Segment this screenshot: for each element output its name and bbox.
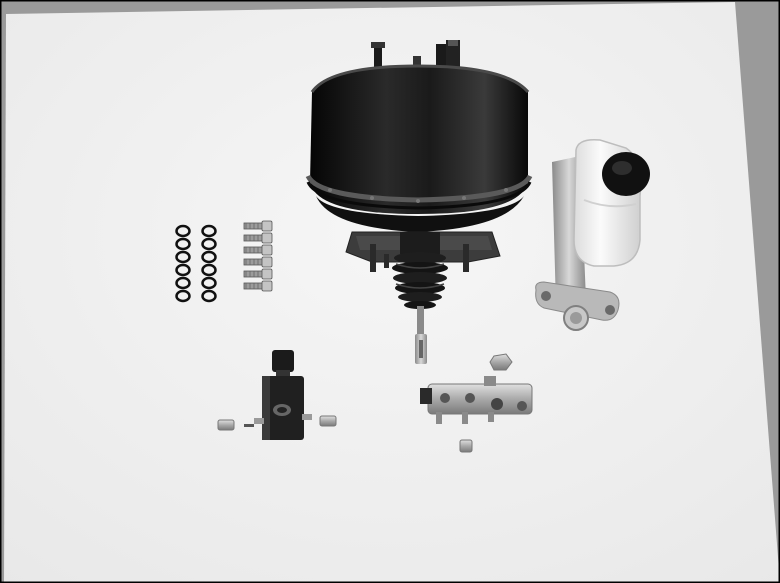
- o-rings: [175, 224, 217, 303]
- distribution-block: [420, 376, 533, 424]
- o-ring: [175, 276, 191, 290]
- bolt: [243, 268, 273, 280]
- bolt: [243, 232, 273, 244]
- o-ring: [175, 250, 191, 264]
- o-ring: [175, 237, 191, 251]
- o-ring: [175, 263, 191, 277]
- o-ring: [201, 289, 217, 303]
- loose-fittings: [217, 353, 513, 453]
- bolt: [243, 220, 273, 232]
- o-ring: [201, 263, 217, 277]
- bolt: [243, 256, 273, 268]
- proportioning-valve: [254, 350, 312, 440]
- bolt: [243, 244, 273, 256]
- bolt: [243, 280, 273, 292]
- o-ring: [201, 237, 217, 251]
- o-ring: [175, 224, 191, 238]
- brake-booster: [305, 40, 533, 364]
- rubber-boot: [392, 252, 448, 309]
- bolts: [243, 220, 273, 292]
- o-ring: [201, 250, 217, 264]
- o-ring: [201, 276, 217, 290]
- master-cylinder: [535, 138, 650, 331]
- o-ring: [175, 289, 191, 303]
- o-ring: [201, 224, 217, 238]
